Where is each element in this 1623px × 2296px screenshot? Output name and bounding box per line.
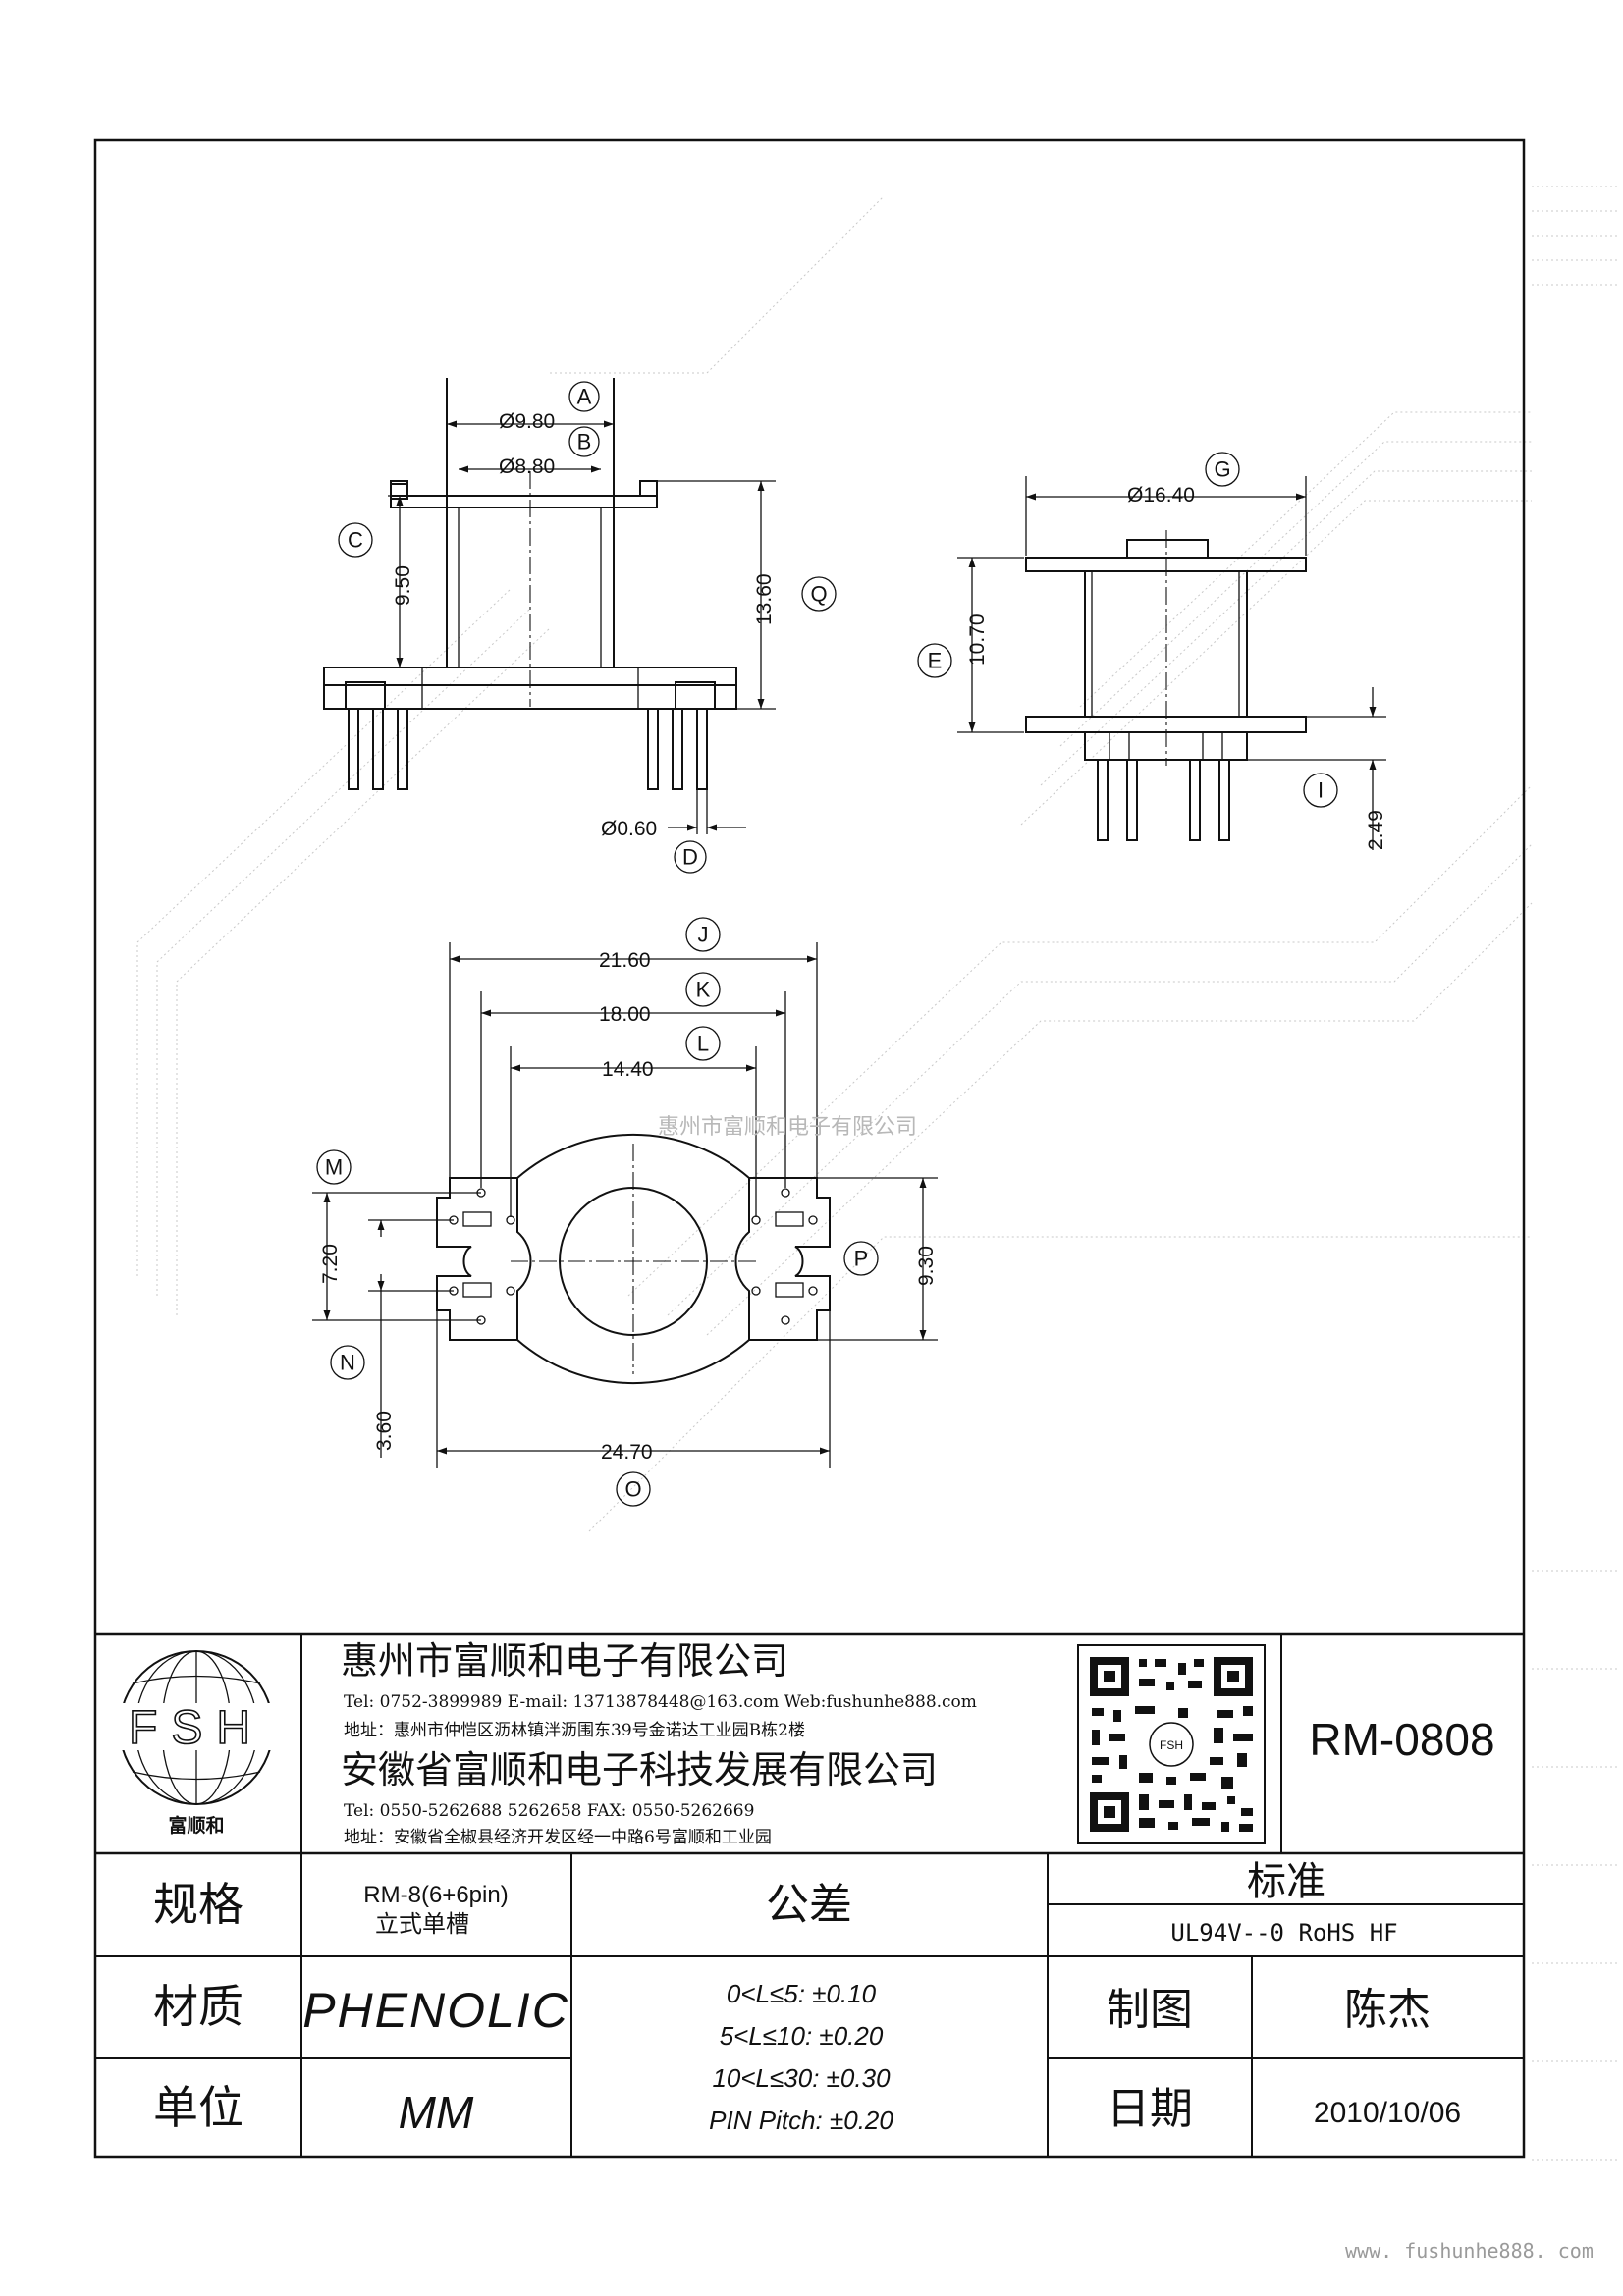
unit-value: MM xyxy=(399,2087,474,2138)
dim-A-marker: A xyxy=(577,385,592,409)
dim-B-marker: B xyxy=(577,430,592,454)
standard-value: UL94V--0 RoHS HF xyxy=(1170,1919,1397,1947)
dim-N-value: 3.60 xyxy=(373,1411,396,1451)
drawing-frame xyxy=(93,138,1526,2159)
drawn-by-label: 制图 xyxy=(1107,1985,1193,2035)
company1-address: 地址：惠州市仲恺区沥林镇泮沥围东39号金诺达工业园B栋2楼 xyxy=(344,1721,805,1740)
dim-P-marker: P xyxy=(854,1247,869,1271)
watermark-company: 惠州市富顺和电子有限公司 xyxy=(658,1114,917,1139)
dim-E-value: 10.70 xyxy=(966,614,989,666)
tolerance-4: PIN Pitch: ±0.20 xyxy=(709,2106,893,2135)
side-view: Ø16.40 G 10.70 E 2.49 I xyxy=(917,452,1387,850)
dim-J-value: 21.60 xyxy=(599,949,651,972)
spec-value-2: 立式单槽 xyxy=(375,1910,469,1938)
tolerance-3: 10<L≤30: ±0.30 xyxy=(712,2063,891,2093)
dim-M-value: 7.20 xyxy=(319,1244,342,1284)
qr-code: FSH xyxy=(1077,1644,1266,1844)
svg-text:FSH: FSH xyxy=(1160,1738,1183,1752)
company1-contact: Tel: 0752-3899989 E-mail: 13713878448@16… xyxy=(344,1692,977,1712)
logo-caption: 富顺和 xyxy=(168,1814,224,1837)
dim-D-value: Ø0.60 xyxy=(601,818,657,840)
dim-O-value: 24.70 xyxy=(601,1441,653,1464)
dim-A-value: Ø9.80 xyxy=(499,410,555,433)
company2-contact: Tel: 0550-5262688 5262658 FAX: 0550-5262… xyxy=(344,1801,754,1821)
dim-C-marker: C xyxy=(348,528,363,553)
tolerance-1: 0<L≤5: ±0.10 xyxy=(727,1979,877,2008)
front-pins xyxy=(348,708,708,790)
dim-N-marker: N xyxy=(340,1351,355,1375)
dim-K-value: 18.00 xyxy=(599,1003,651,1026)
company2-name: 安徽省富顺和电子科技发展有限公司 xyxy=(341,1748,938,1791)
front-view: Ø9.80 A Ø8.80 B 9.50 C 13.60 Q Ø0.60 D xyxy=(323,378,837,874)
tolerance-2: 5<L≤10: ±0.20 xyxy=(720,2021,884,2051)
dim-D-marker: D xyxy=(682,845,698,870)
part-number: RM-0808 xyxy=(1309,1714,1494,1765)
drawn-by-value: 陈杰 xyxy=(1344,1985,1431,2035)
dim-I-marker: I xyxy=(1318,778,1324,803)
dim-G-value: Ø16.40 xyxy=(1127,484,1195,507)
spec-value-1: RM-8(6+6pin) xyxy=(363,1882,508,1908)
date-label: 日期 xyxy=(1107,2084,1193,2134)
spec-label: 规格 xyxy=(153,1878,243,1931)
dim-G-marker: G xyxy=(1214,457,1230,482)
dim-L-value: 14.40 xyxy=(602,1058,654,1081)
bottom-view: 21.60 J 18.00 K 14.40 L 7.20 M 3.60 N xyxy=(312,917,938,1507)
tolerance-label: 公差 xyxy=(766,1880,852,1930)
standard-label: 标准 xyxy=(1247,1859,1325,1904)
dim-Q-value: 13.60 xyxy=(753,573,776,625)
logo-letters: FSH xyxy=(129,1702,264,1754)
date-value: 2010/10/06 xyxy=(1314,2097,1461,2129)
company2-address: 地址：安徽省全椒县经济开发区经一中路6号富顺和工业园 xyxy=(344,1828,772,1847)
footer-url: www. fushunhe888. com xyxy=(1345,2239,1594,2263)
dim-O-marker: O xyxy=(624,1477,641,1502)
dim-B-value: Ø8.80 xyxy=(499,455,555,478)
dim-L-marker: L xyxy=(697,1032,709,1056)
dim-K-marker: K xyxy=(696,978,711,1002)
dim-C-value: 9.50 xyxy=(392,565,414,606)
dim-Q-marker: Q xyxy=(810,582,827,607)
unit-label: 单位 xyxy=(153,2081,243,2134)
dim-M-marker: M xyxy=(325,1155,343,1180)
material-value: PHENOLIC xyxy=(302,1983,569,2038)
side-pins xyxy=(1097,759,1230,841)
title-block: FSH 富顺和 惠州市富顺和电子有限公司 Tel: 0752-3899989 E… xyxy=(95,1632,1524,2157)
material-label: 材质 xyxy=(153,1980,243,2033)
dim-P-value: 9.30 xyxy=(915,1246,938,1286)
dim-J-marker: J xyxy=(698,923,709,947)
dim-E-marker: E xyxy=(928,649,943,673)
dim-I-value: 2.49 xyxy=(1365,810,1387,850)
fsh-logo: FSH 富顺和 xyxy=(116,1650,277,1837)
company1-name: 惠州市富顺和电子有限公司 xyxy=(341,1639,788,1682)
background-pattern xyxy=(136,186,1620,2161)
